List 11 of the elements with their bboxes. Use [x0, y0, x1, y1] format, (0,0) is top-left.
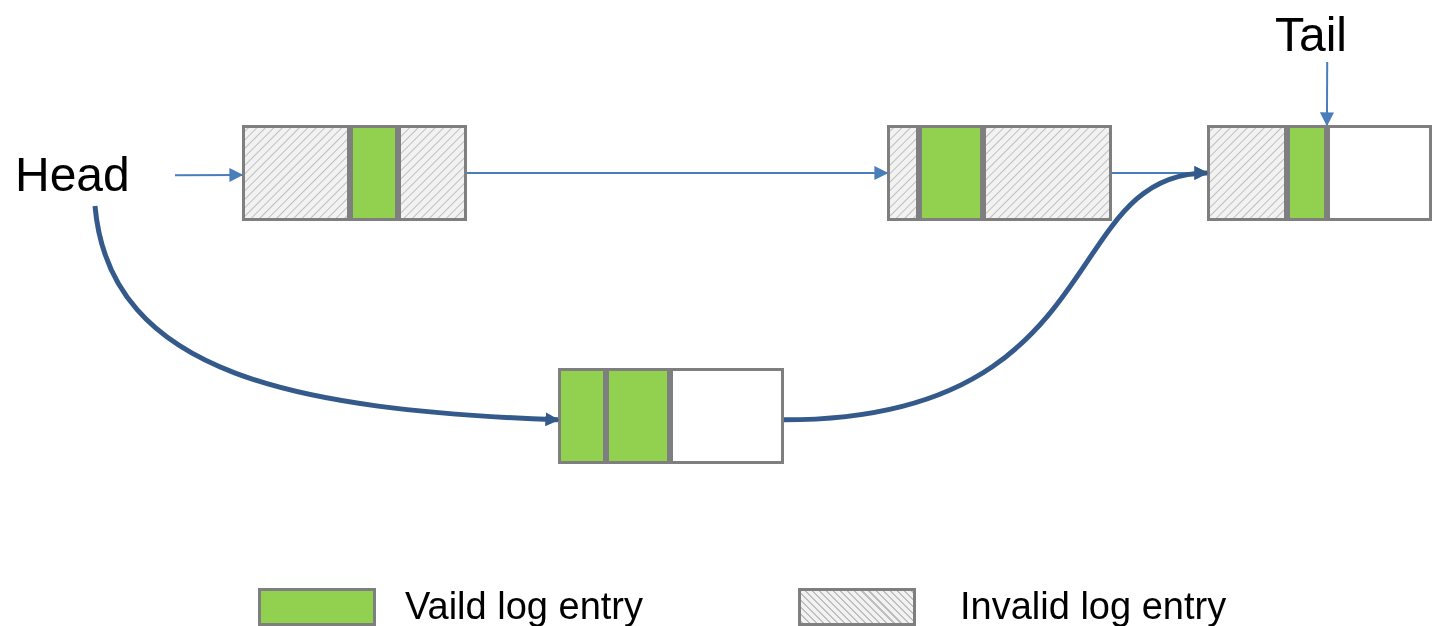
arrow [174, 168, 244, 182]
arrow [783, 167, 1209, 423]
arrow [1320, 61, 1334, 127]
log-block [558, 368, 784, 464]
log-block [242, 125, 467, 221]
log-block [887, 125, 1112, 221]
log-block [1207, 125, 1432, 221]
arrow [92, 205, 560, 427]
pointer-label: Tail [1275, 8, 1365, 62]
pointer-label: Head [15, 148, 175, 206]
arrow [466, 166, 889, 180]
